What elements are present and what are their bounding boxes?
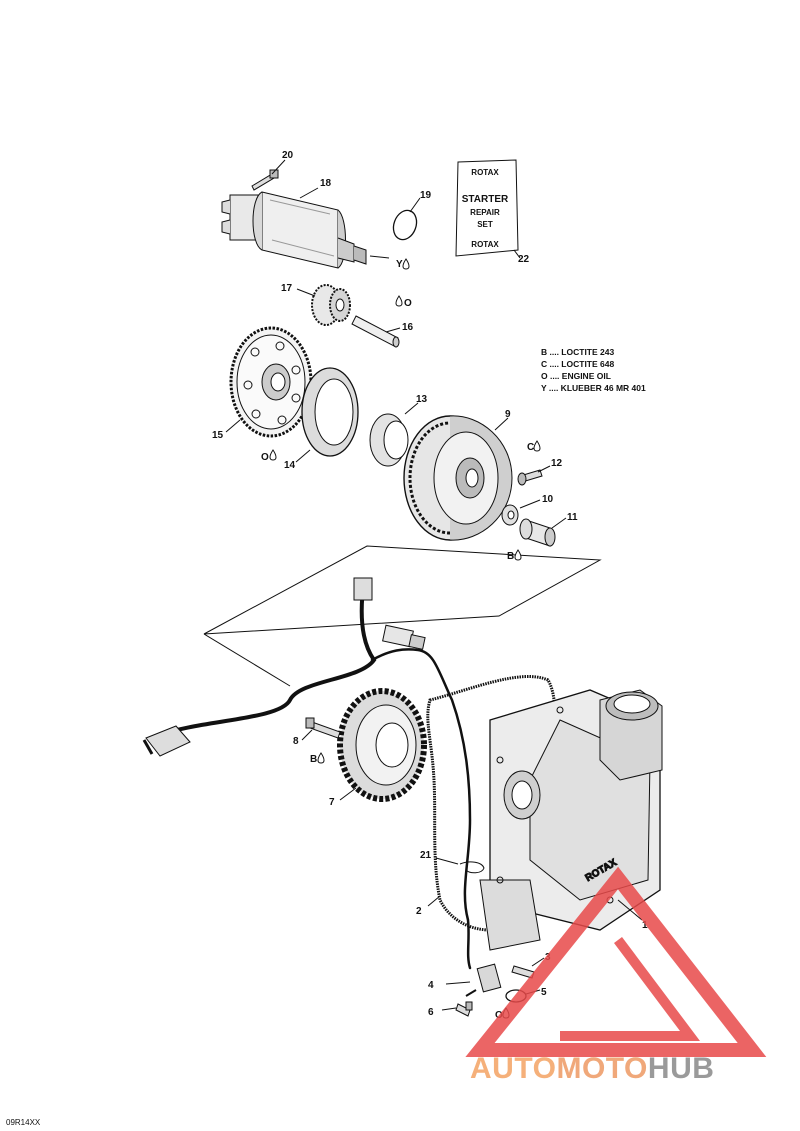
callout-4: 4: [428, 980, 434, 991]
callout-22: 22: [518, 254, 530, 265]
callout-8: 8: [293, 736, 299, 747]
callout-17: 17: [281, 283, 293, 294]
kit-brand-bottom: ROTAX: [471, 240, 499, 249]
o-ring-19: [392, 209, 418, 241]
legend-item: O .... ENGINE OIL: [541, 371, 611, 381]
fluid-b-8: B: [310, 754, 317, 765]
clip-21: [459, 861, 485, 874]
harness-connector-top: [353, 577, 373, 601]
shaft-16: [351, 315, 400, 348]
callout-2: 2: [416, 906, 422, 917]
wiring-harness: [158, 578, 472, 970]
callout-10: 10: [542, 494, 554, 505]
flywheel-9: [403, 415, 513, 541]
starter-repair-set-card: [455, 159, 519, 257]
bolt-8: [305, 717, 341, 739]
kit-brand-top: ROTAX: [471, 168, 499, 177]
callout-13: 13: [416, 394, 428, 405]
callout-18: 18: [320, 178, 332, 189]
watermark-logo: AUTOMOTOHUB: [470, 1052, 714, 1086]
harness-connector-mid: [382, 624, 426, 650]
callout-7: 7: [329, 797, 335, 808]
kit-line-2: REPAIR: [470, 208, 500, 217]
bushing-11: [519, 518, 556, 547]
callout-21: 21: [420, 850, 432, 861]
intermediate-gear-17: [311, 284, 351, 326]
callout-numbers: 1 2 3 4 5 6 7 8 9 10 11 12 13 14 15 16 1…: [212, 150, 648, 1018]
callout-12: 12: [551, 458, 563, 469]
legend-item: C .... LOCTITE 648: [541, 359, 615, 369]
image-code: 09R14XX: [6, 1118, 41, 1127]
starter-repair-set: ROTAX STARTER REPAIR SET ROTAX: [452, 160, 518, 256]
magneto-cover-1: [479, 689, 663, 951]
fluid-c-12: C: [527, 442, 534, 453]
callout-1: 1: [642, 920, 648, 931]
callout-19: 19: [420, 190, 432, 201]
bolt-12: [517, 469, 543, 486]
fluid-b-11: B: [507, 551, 514, 562]
callout-15: 15: [212, 430, 224, 441]
starter-motor: [221, 191, 367, 269]
fluid-y-18: Y: [396, 259, 403, 270]
callout-20: 20: [282, 150, 294, 161]
callout-6: 6: [428, 1007, 434, 1018]
starter-gear-15: [229, 326, 313, 438]
harness-plug-left: [142, 725, 191, 757]
callout-14: 14: [284, 460, 296, 471]
callout-9: 9: [505, 409, 511, 420]
fluid-o-16: O: [404, 298, 412, 309]
kit-line-1: STARTER: [461, 194, 509, 205]
sprag-clutch-14: [301, 367, 359, 457]
screw-6: [455, 1001, 473, 1017]
fluid-o-15: O: [261, 452, 269, 463]
watermark-part-1: AUTO: [470, 1052, 557, 1085]
watermark-part-2: MOTO: [556, 1052, 648, 1085]
callout-16: 16: [402, 322, 414, 333]
legend-item: B .... LOCTITE 243: [541, 347, 615, 357]
callout-11: 11: [567, 512, 578, 523]
stator-7: [337, 688, 427, 802]
bearing-13: [369, 413, 409, 467]
callout-5: 5: [541, 987, 547, 998]
kit-line-3: SET: [477, 220, 493, 229]
watermark-part-3: HUB: [647, 1052, 715, 1085]
legend-item: Y .... KLUEBER 46 MR 401: [541, 383, 646, 393]
sensor-4: [465, 963, 502, 997]
bolt-20: [251, 169, 279, 191]
watermark-triangle: [465, 866, 767, 1057]
fluid-legend: B .... LOCTITE 243 C .... LOCTITE 648 O …: [541, 346, 646, 394]
assembly-frame: [203, 545, 602, 635]
